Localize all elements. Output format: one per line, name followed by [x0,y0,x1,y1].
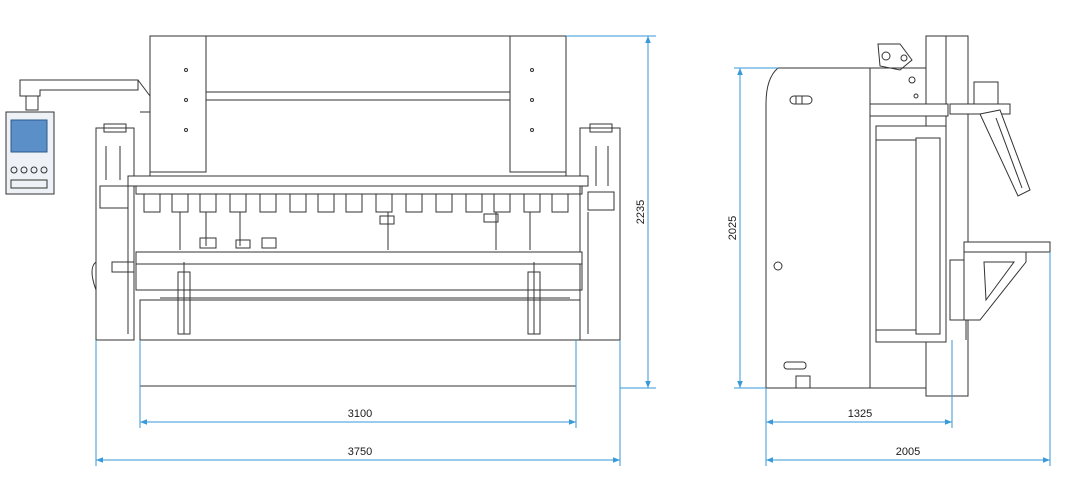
dim-front-width-total: 3750 [348,446,372,458]
dim-front-height: 2235 [635,200,647,224]
dim-side-depth-inner: 1325 [848,408,872,420]
support-arm [949,241,1051,340]
lower-bed [135,251,583,387]
dim-side-depth-total: 2005 [896,446,920,458]
upper-beam [127,35,589,187]
control-arm [19,79,151,113]
side-view [765,35,1051,397]
side-dimensions [734,67,1051,466]
front-view [5,35,621,387]
upper-tooling [135,185,583,250]
dim-front-width-inner: 3100 [348,408,372,420]
right-frame [579,123,621,341]
control-screen [10,119,48,153]
left-frame [91,123,135,341]
dim-side-height: 2025 [727,216,739,240]
front-dimensions [95,35,656,466]
back-gauge [949,81,1031,197]
side-ram-body [875,125,947,343]
control-panel [5,111,55,195]
